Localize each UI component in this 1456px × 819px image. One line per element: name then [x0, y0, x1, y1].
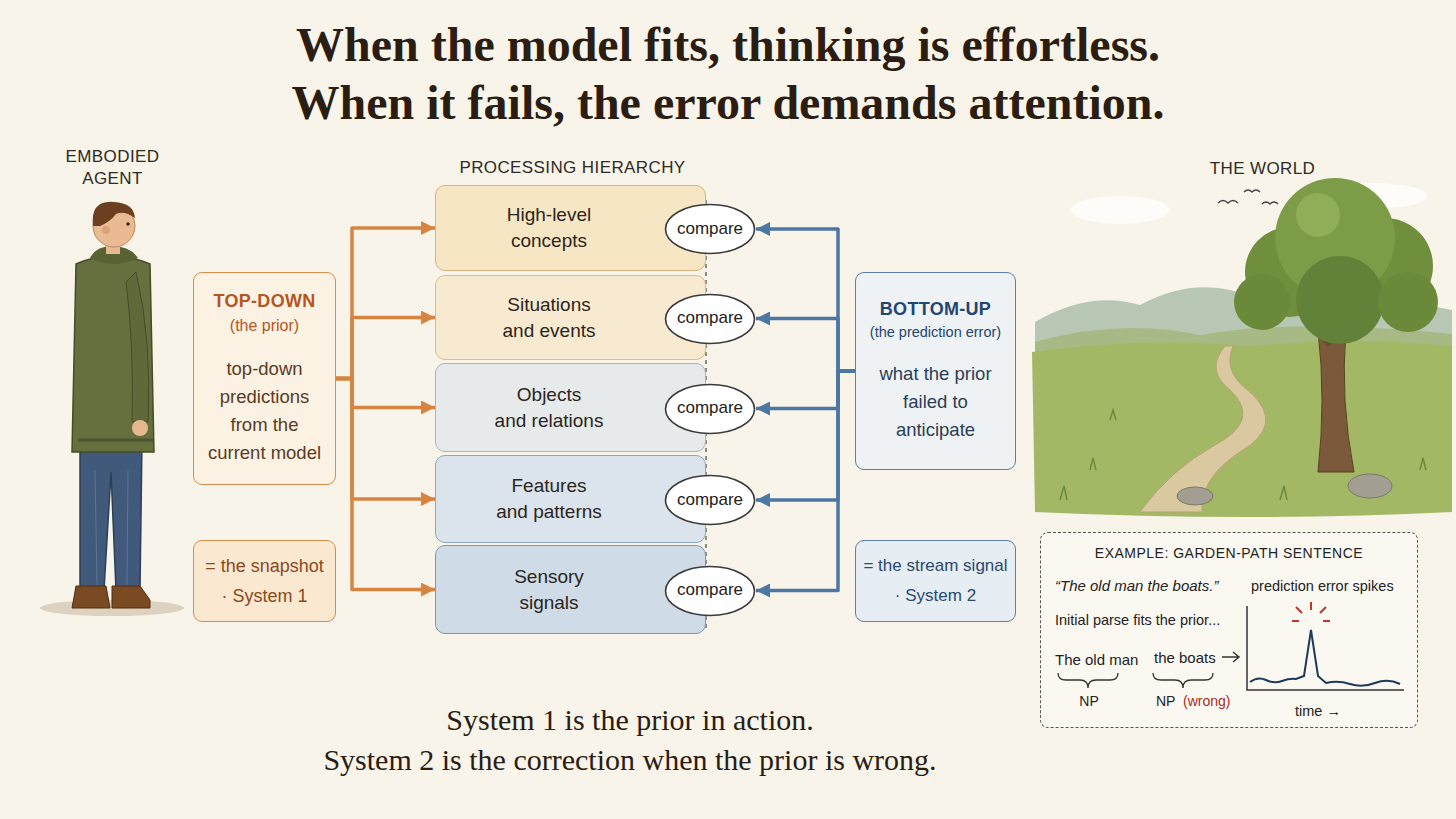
node-text: (the prior) [230, 316, 299, 337]
compare-ellipse: compare [664, 474, 756, 526]
world-scene [1032, 178, 1452, 517]
connector-arrow [336, 228, 435, 379]
node-text: TOP-DOWN [213, 290, 315, 313]
compare-ellipse: compare [664, 203, 756, 255]
node-text: (the prediction error) [870, 323, 1001, 342]
example-box: EXAMPLE: GARDEN-PATH SENTENCE “The old ma… [1040, 532, 1418, 728]
node-text: compare [677, 489, 743, 511]
node-text: (wrong) [1183, 693, 1230, 710]
agent-figure [78, 439, 154, 442]
agent-figure [80, 440, 142, 590]
world-scene [1296, 193, 1340, 237]
node-text: compare [677, 307, 743, 329]
agent-figure [93, 202, 135, 226]
world-scene [1070, 196, 1170, 224]
node-text: compare [677, 579, 743, 601]
agent-figure [102, 226, 110, 234]
error-box: BOTTOM-UP (the prediction error) what the … [855, 272, 1016, 470]
node-text: prediction error spikes [1251, 578, 1394, 595]
node-text: The old man [1055, 651, 1138, 669]
node-text: “The old man the boats.” [1055, 577, 1218, 595]
node-text: = the snapshot · System 1 [205, 551, 324, 611]
agent-figure [126, 222, 130, 226]
node-text: Initial parse fits the prior... [1055, 612, 1220, 629]
agent-figure [72, 586, 110, 608]
compare-ellipse: compare [664, 565, 756, 617]
ellipse-shape [666, 384, 755, 433]
connector-arrow [756, 371, 855, 591]
node-text: BOTTOM-UP [880, 298, 991, 321]
system-box: = the snapshot · System 1 [193, 540, 336, 622]
connector-arrow [756, 319, 855, 372]
world-scene [1060, 410, 1426, 500]
hierarchy-level: Objects and relationscompare [435, 363, 706, 452]
node-text: compare [677, 218, 743, 240]
caption: System 1 is the prior in action. System … [230, 700, 1030, 780]
connector-arrow [336, 318, 435, 379]
parse-braces [1058, 652, 1239, 688]
compare-ellipse: compare [664, 383, 756, 435]
section-label: THE WORLD [1180, 158, 1345, 180]
hierarchy-level: Situations and eventscompare [435, 275, 706, 360]
world-scene [1218, 190, 1278, 204]
ellipse-shape [666, 205, 755, 254]
connector-arrow [336, 379, 435, 408]
node-text: Features and patterns [496, 473, 602, 525]
ellipse-shape [666, 294, 755, 343]
connectors [336, 228, 855, 591]
connector-arrow [756, 371, 855, 500]
node-text: time → [1295, 703, 1341, 720]
world-scene [1140, 346, 1266, 512]
node-text: compare [677, 397, 743, 419]
world-scene [1378, 272, 1438, 332]
node-text: High-level concepts [507, 202, 591, 254]
title: When the model fits, thinking is effortl… [0, 16, 1456, 132]
compare-ellipse: compare [664, 293, 756, 345]
agent-figure [40, 202, 184, 616]
node-text: NP [1156, 693, 1175, 710]
hierarchy-level: Sensory signalscompare [435, 545, 706, 634]
prior-box: TOP-DOWN (the prior) top-down predictions … [193, 272, 336, 485]
world-scene [1177, 487, 1213, 505]
node-text: the boats [1154, 649, 1216, 667]
node-text: Objects and relations [495, 382, 604, 434]
parse-braces [1153, 673, 1213, 688]
agent-figure [126, 272, 149, 422]
node-text: = the stream signal · System 2 [863, 551, 1007, 611]
agent-figure [112, 586, 150, 608]
parse-braces [1058, 673, 1118, 688]
section-label: PROCESSING HIERARCHY [420, 157, 725, 179]
spike-chart [1247, 606, 1404, 690]
world-scene [1032, 341, 1452, 517]
agent-figure [132, 420, 148, 436]
spike-chart [1250, 630, 1400, 686]
connector-arrow [336, 379, 435, 590]
connector-arrow [336, 379, 435, 500]
ellipse-shape [666, 566, 755, 615]
world-scene [1234, 274, 1290, 330]
connector-arrow [756, 371, 855, 409]
agent-figure [95, 470, 128, 585]
node-text: NP [1069, 693, 1109, 710]
world-scene [1318, 330, 1354, 472]
section-label: EMBODIED AGENT [30, 146, 195, 190]
spike-chart [1292, 602, 1330, 621]
hierarchy-level: Features and patternscompare [435, 455, 706, 543]
ellipse-shape [666, 476, 755, 525]
world-scene [1296, 256, 1384, 344]
hierarchy-level: High-level conceptscompare [435, 185, 706, 271]
node-text: top-down predictions from the current mo… [208, 355, 321, 467]
node-text: what the prior failed to anticipate [879, 360, 991, 444]
spike-chart [1247, 602, 1404, 690]
agent-figure [72, 256, 154, 452]
node-text: Situations and events [503, 292, 596, 344]
node-text: EXAMPLE: GARDEN-PATH SENTENCE [1041, 545, 1417, 562]
world-scene [1348, 474, 1392, 498]
connector-arrow [756, 229, 855, 371]
system-box: = the stream signal · System 2 [855, 540, 1016, 622]
node-text: Sensory signals [514, 564, 584, 616]
parse-braces [1222, 652, 1239, 662]
